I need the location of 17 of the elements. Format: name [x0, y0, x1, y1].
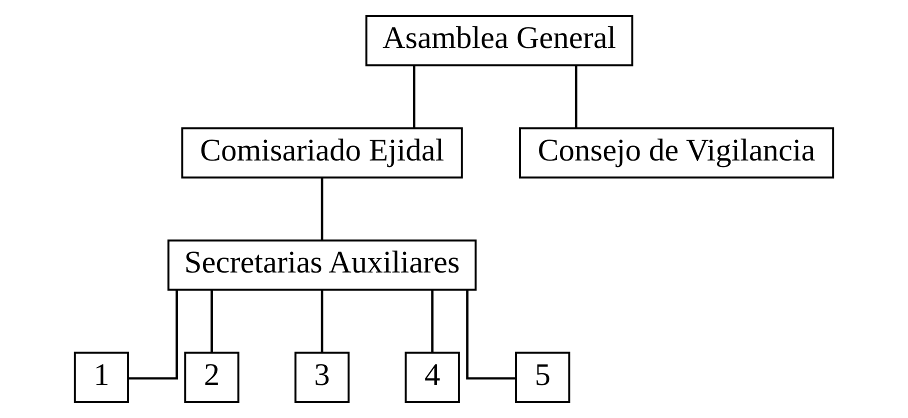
connector — [210, 290, 213, 353]
node-box: 4 — [404, 352, 460, 403]
node-box: 1 — [74, 352, 130, 403]
node-box: 5 — [515, 352, 570, 403]
connector — [431, 290, 434, 353]
connector — [128, 290, 178, 380]
connector — [466, 290, 516, 380]
node-box: Secretarias Auxiliares — [167, 240, 477, 291]
node-box: Comisariado Ejidal — [181, 127, 463, 178]
connector — [320, 290, 324, 353]
connector — [574, 66, 578, 128]
node-box: 3 — [294, 352, 350, 403]
node-box: 2 — [184, 352, 240, 403]
node-box: Asamblea General — [365, 15, 634, 66]
connector — [320, 178, 324, 240]
node-box: Consejo de Vigilancia — [519, 127, 834, 178]
connector — [412, 66, 416, 128]
